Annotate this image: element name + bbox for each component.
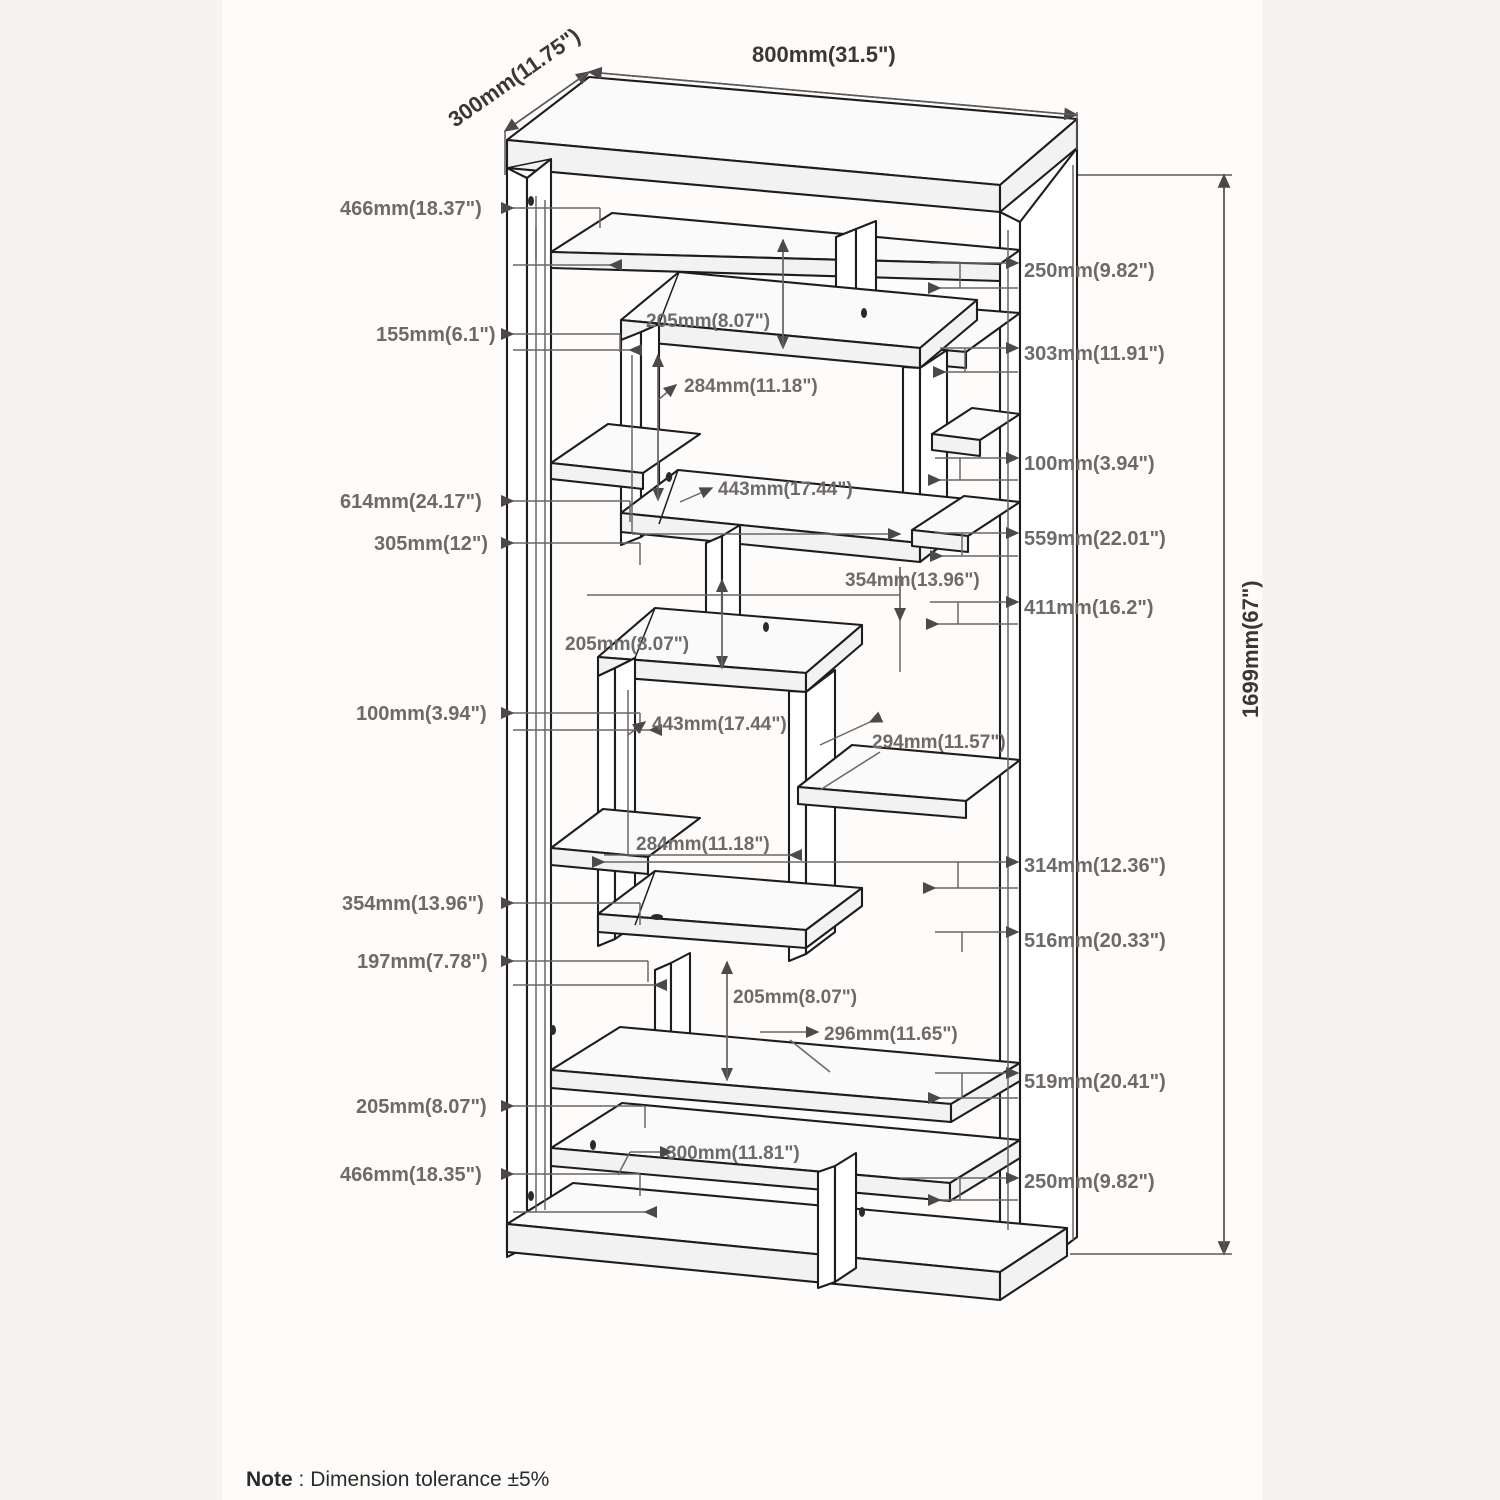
- dim-right-2: 303mm(11.91"): [1024, 343, 1165, 365]
- dim-int-5: 205mm(8.07"): [565, 634, 689, 655]
- dim-left-9: 466mm(18.35"): [340, 1164, 482, 1186]
- dim-left-2: 155mm(6.1"): [376, 324, 496, 346]
- dim-left-6: 354mm(13.96"): [342, 893, 484, 915]
- upper-open-box: [619, 270, 979, 564]
- note-separator: :: [292, 1468, 311, 1491]
- dim-right-3: 100mm(3.94"): [1024, 453, 1155, 475]
- dim-right-group: 250mm(9.82") 303mm(11.91") 100mm(3.94") …: [790, 165, 1166, 1240]
- dim-int-8: 284mm(11.18"): [636, 834, 770, 855]
- dim-right-9: 250mm(9.82"): [1024, 1171, 1155, 1193]
- dim-left-5: 100mm(3.94"): [356, 703, 487, 725]
- dim-right-4: 559mm(22.01"): [1024, 528, 1166, 550]
- dim-interior-group: 205mm(8.07") 284mm(11.18") 443mm(17.44")…: [565, 238, 1006, 1176]
- dim-int-3: 443mm(17.44"): [718, 479, 853, 500]
- shelf-left-upper: [549, 422, 702, 491]
- shelf-right-middle-box: [796, 743, 1022, 820]
- dim-left-group: 466mm(18.37") 155mm(6.1") 614mm(24.17") …: [340, 196, 667, 1218]
- dim-right-8: 519mm(20.41"): [1024, 1071, 1166, 1093]
- base-panel: [505, 1181, 1069, 1302]
- dim-left-4: 305mm(12"): [374, 533, 488, 555]
- dim-right-7: 516mm(20.33"): [1024, 930, 1166, 952]
- shelf-lower-long: [549, 1025, 1022, 1124]
- dim-int-4: 354mm(13.96"): [845, 570, 980, 591]
- shelf-top-1: [549, 211, 1022, 283]
- note-label: Note: [246, 1468, 293, 1491]
- top-panel: [505, 75, 1079, 214]
- note-text: Dimension tolerance ±5%: [310, 1468, 550, 1491]
- note-line: Note : Dimension tolerance ±5%: [246, 1468, 549, 1492]
- dim-right-1: 250mm(9.82"): [1024, 260, 1155, 282]
- dim-left-1: 466mm(18.37"): [340, 198, 482, 220]
- dim-left-8: 205mm(8.07"): [356, 1096, 487, 1118]
- dim-width-top: 800mm(31.5"): [587, 42, 1079, 150]
- dim-right-6: 314mm(12.36"): [1024, 855, 1166, 877]
- right-side-panel: [998, 146, 1079, 1292]
- dim-left-3: 614mm(24.17"): [340, 491, 482, 513]
- divider-bottom: [816, 1151, 865, 1290]
- dim-int-9: 205mm(8.07"): [733, 987, 857, 1008]
- dim-width-label: 800mm(31.5"): [752, 42, 896, 67]
- dim-left-7: 197mm(7.78"): [357, 951, 488, 973]
- bookcase-isometric: [505, 75, 1079, 1302]
- shelf-right-mid: [910, 494, 1022, 554]
- dim-int-10: 296mm(11.65"): [824, 1024, 958, 1045]
- dim-height-label: 1699mm(67"): [1238, 580, 1263, 718]
- shelf-right-upper: [930, 406, 1022, 458]
- dim-height-right: 1699mm(67"): [1070, 173, 1263, 1256]
- dim-int-2: 284mm(11.18"): [684, 376, 818, 397]
- dim-right-5: 411mm(16.2"): [1024, 597, 1154, 619]
- dim-int-6: 443mm(17.44"): [652, 714, 787, 735]
- dim-int-1: 205mm(8.07"): [646, 311, 770, 332]
- dim-int-11: 300mm(11.81"): [666, 1143, 800, 1164]
- dim-int-7: 294mm(11.57"): [872, 732, 1006, 753]
